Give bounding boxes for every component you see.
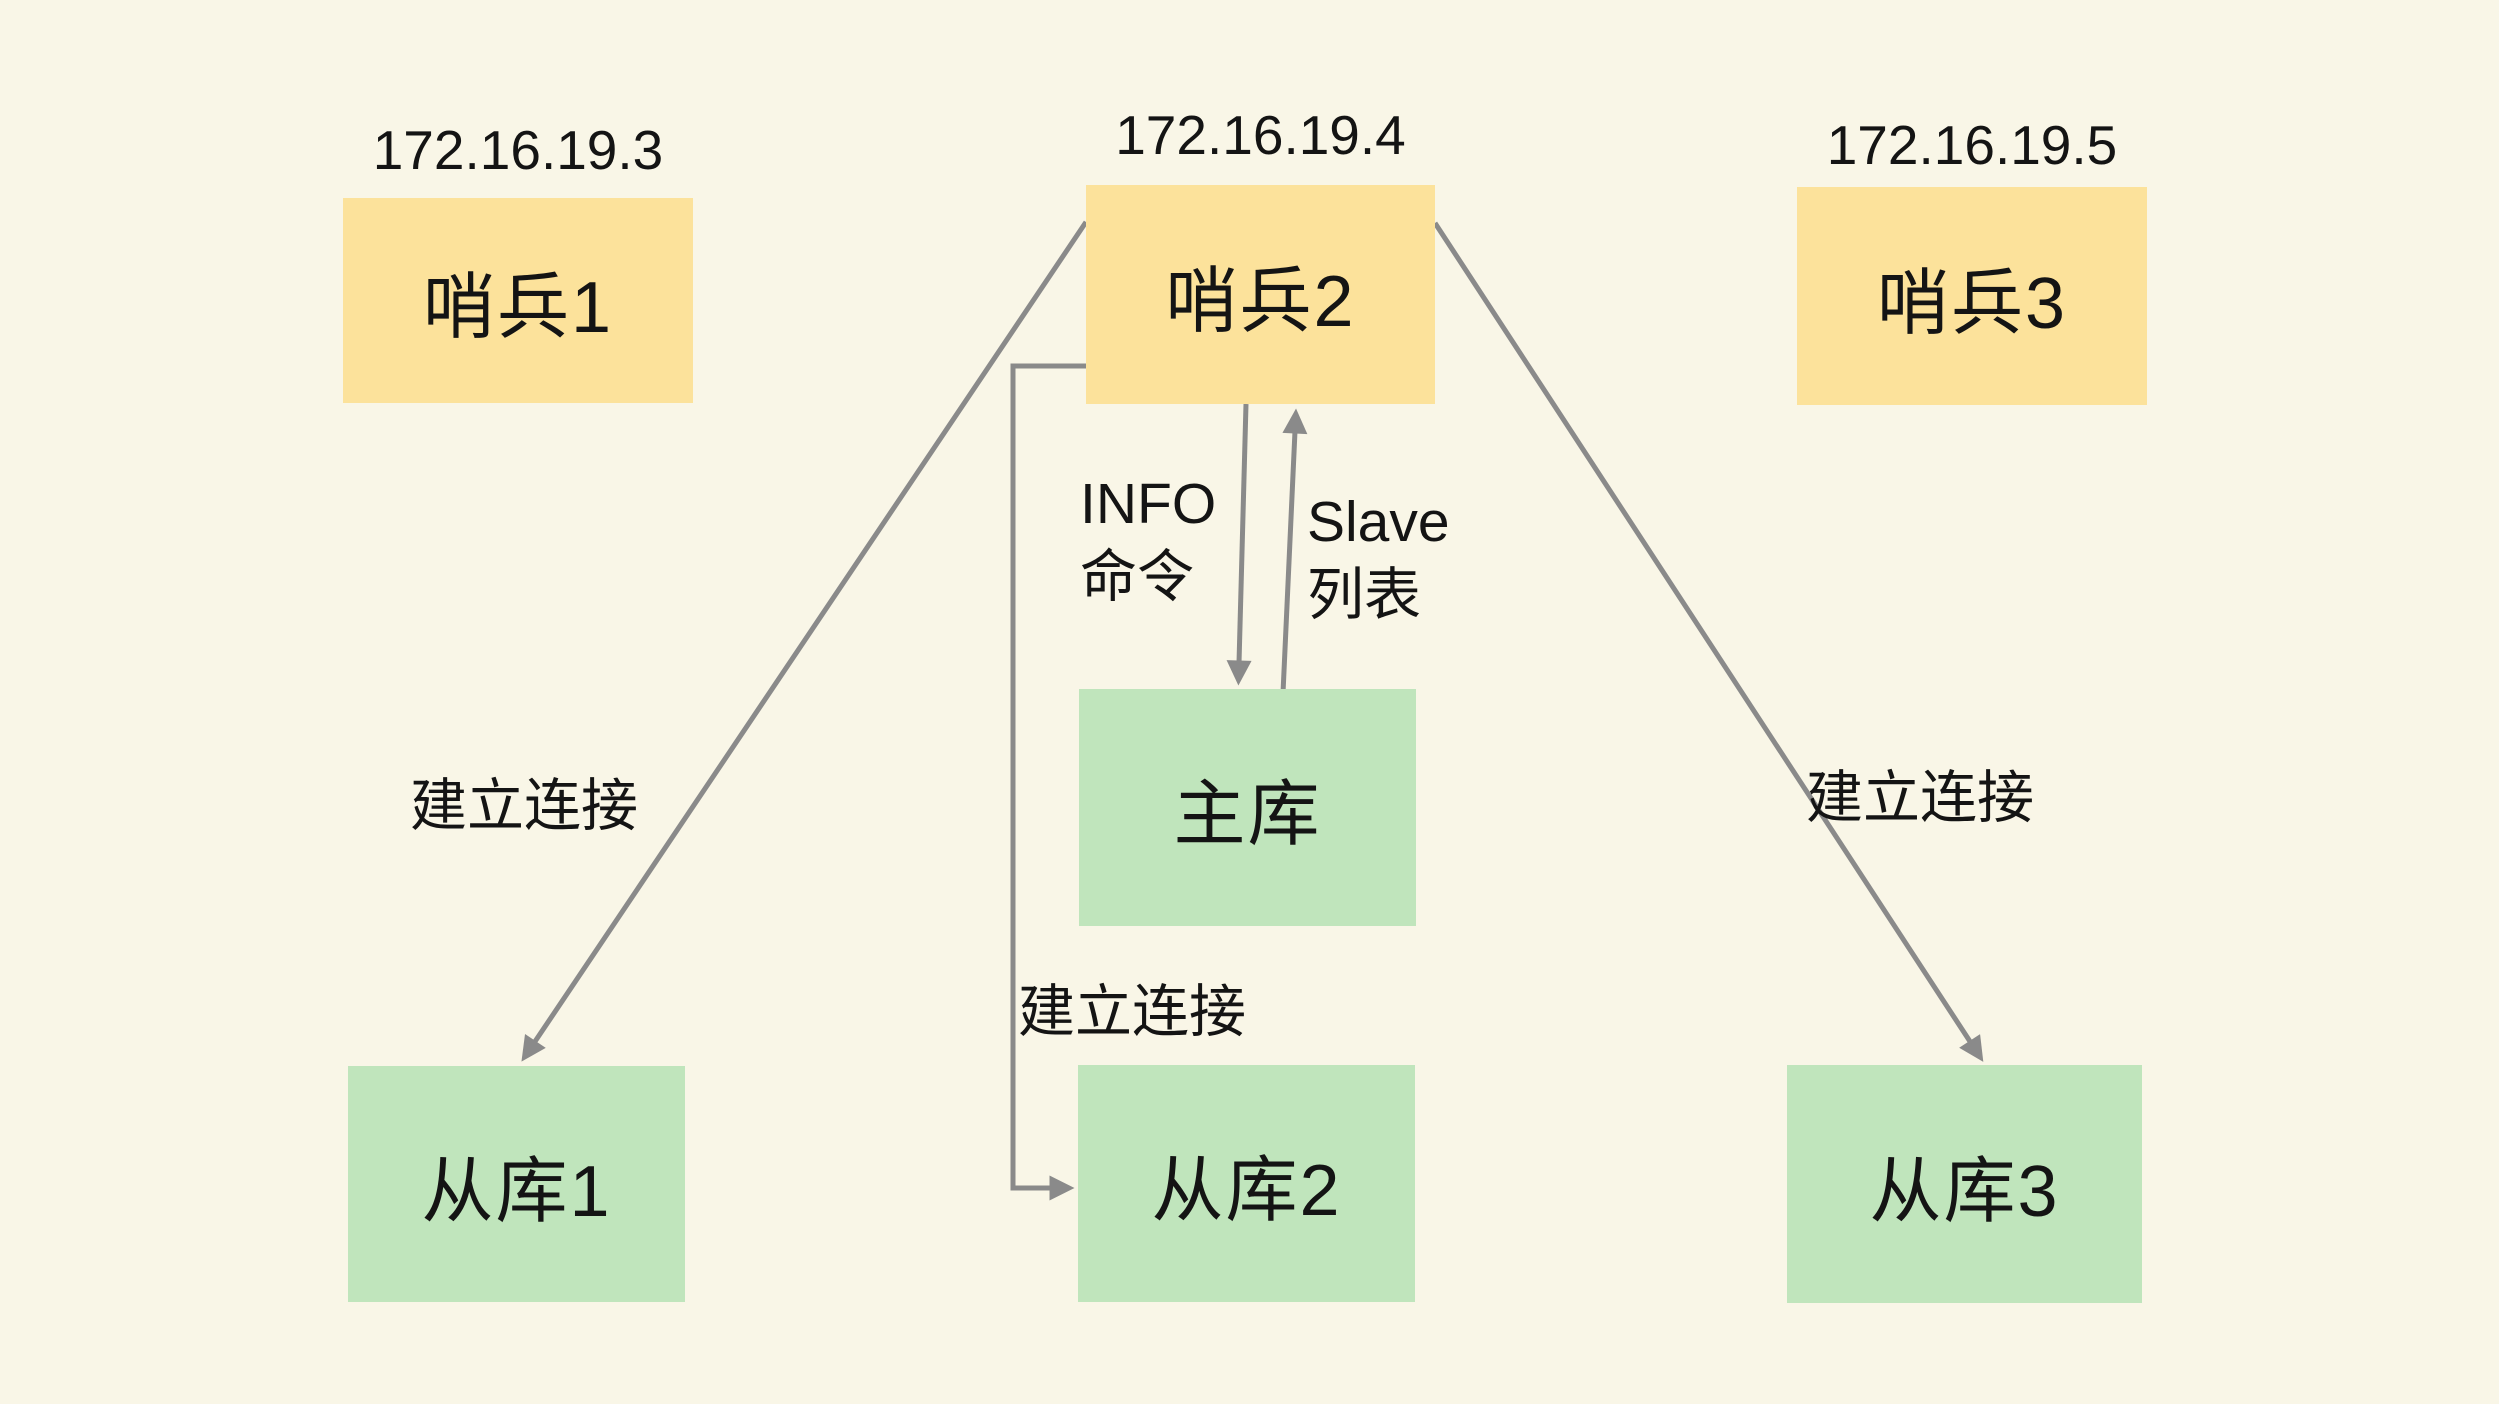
node-slave3-db: 从库3: [1787, 1065, 2142, 1303]
node-slave1-db: 从库1: [348, 1066, 685, 1302]
node-slave3-db-label: 从库3: [1869, 1151, 2060, 1232]
node-sentinel1-label: 哨兵1: [422, 268, 614, 348]
arrow-info-command-down: [1226, 403, 1252, 686]
node-sentinel1: 哨兵1: [343, 198, 693, 403]
ip-label-sentinel2: 172.16.19.4: [1115, 104, 1406, 166]
ip-label-sentinel1: 172.16.19.3: [372, 119, 664, 181]
node-master-db-label: 主库: [1173, 775, 1322, 855]
node-slave2-db: 从库2: [1078, 1065, 1415, 1302]
node-slave2-db-label: 从库2: [1151, 1151, 1342, 1231]
edge-label-connect-middle: 建立连接: [1018, 980, 1246, 1044]
edge-label-connect-left: 建立连接: [410, 774, 638, 838]
node-slave1-db-label: 从库1: [421, 1151, 612, 1232]
arrow-sentinel2-to-slave1: [521, 220, 1089, 1062]
ip-label-sentinel3: 172.16.19.5: [1826, 114, 2118, 176]
edge-label-slave-list: Slave 列表: [1307, 490, 1450, 627]
node-sentinel3-label: 哨兵3: [1876, 263, 2068, 344]
arrow-sentinel2-to-slave2: [1010, 363, 1086, 1201]
node-sentinel3: 哨兵3: [1797, 187, 2147, 405]
edge-label-connect-right: 建立连接: [1806, 766, 2034, 830]
node-sentinel2: 哨兵2: [1086, 185, 1435, 404]
node-master-db: 主库: [1079, 689, 1416, 926]
edge-label-info-command: INFO 命令: [1080, 472, 1217, 609]
arrow-sentinel2-to-slave3: [1432, 221, 1984, 1062]
node-sentinel2-label: 哨兵2: [1165, 262, 1356, 342]
arrow-slave-list-up: [1280, 408, 1308, 694]
